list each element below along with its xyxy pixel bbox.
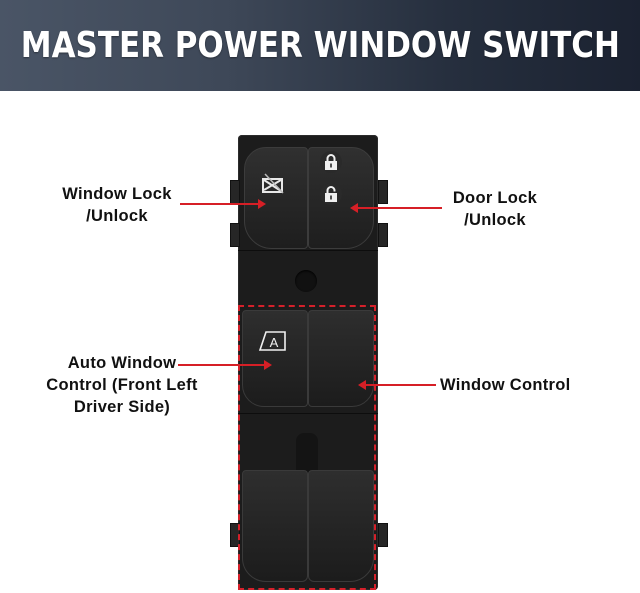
banner-title: MASTER POWER WINDOW SWITCH: [20, 25, 620, 66]
window-controls-highlight: [238, 305, 376, 590]
side-clip: [378, 223, 388, 247]
padlock-unlocked-icon: [325, 186, 337, 202]
arrow-icon: [258, 199, 266, 209]
side-clip: [230, 223, 240, 247]
side-clip: [378, 180, 388, 204]
callout-line: [358, 207, 442, 209]
window-lock-button[interactable]: [244, 147, 308, 249]
auto-window-icon: A: [258, 330, 288, 352]
callout-text: Window Lock: [62, 185, 172, 203]
arrow-icon: [350, 203, 358, 213]
callout-window-control: Window Control: [440, 374, 600, 396]
rear-right-window-button[interactable]: [308, 470, 374, 582]
door-lock-button[interactable]: [320, 151, 342, 173]
callout-text: Window Control: [440, 376, 571, 394]
callout-window-lock: Window Lock /Unlock: [52, 183, 182, 227]
callout-text: /Unlock: [464, 211, 526, 229]
passenger-window-button[interactable]: [308, 310, 374, 407]
auto-window-button[interactable]: [242, 310, 308, 407]
callout-line: [178, 364, 266, 366]
svg-text:A: A: [270, 335, 279, 350]
callout-text: Control (Front Left: [46, 376, 198, 394]
callout-text: Driver Side): [73, 398, 171, 416]
side-clip: [378, 523, 388, 547]
window-lock-icon: [260, 171, 286, 195]
callout-text: /Unlock: [86, 207, 148, 225]
title-banner: MASTER POWER WINDOW SWITCH: [0, 0, 640, 91]
callout-text: Door Lock: [452, 189, 538, 207]
callout-line: [180, 203, 260, 205]
door-unlock-button[interactable]: [320, 183, 342, 205]
callout-auto-window: Auto Window Control (Front Left Driver S…: [22, 352, 222, 418]
arrow-icon: [264, 360, 272, 370]
arrow-icon: [358, 380, 366, 390]
callout-text: Auto Window: [67, 354, 177, 372]
center-post: [296, 433, 318, 473]
padlock-locked-icon: [325, 154, 337, 170]
mirror-knob[interactable]: [295, 270, 317, 292]
callout-door-lock: Door Lock /Unlock: [440, 187, 550, 231]
divider: [238, 250, 378, 251]
divider: [238, 413, 378, 414]
side-clip: [230, 180, 240, 204]
rear-left-window-button[interactable]: [242, 470, 308, 582]
callout-line: [366, 384, 436, 386]
